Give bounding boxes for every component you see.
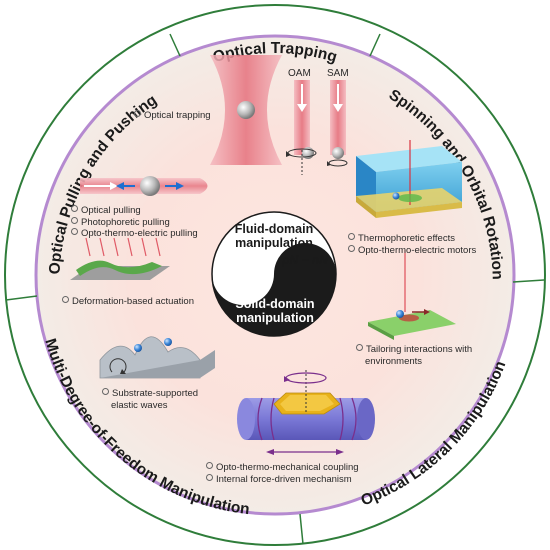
solid-domain-force: > μN <box>227 278 255 292</box>
bullet-icon <box>206 462 213 469</box>
sam-beam <box>327 80 348 167</box>
deformation-actuation-graphic <box>70 237 170 280</box>
bullet-icon <box>356 344 363 351</box>
caption-thermo: Thermophoretic effects Opto-thermo-elect… <box>348 233 476 256</box>
elastic-waves-graphic <box>99 336 215 379</box>
caption-deformation: Deformation-based actuation <box>62 296 194 308</box>
bullet-icon <box>71 205 78 212</box>
caption-pulling-list: Optical pulling Photophoretic pulling Op… <box>71 205 198 240</box>
optical-trapping-beam <box>210 55 282 165</box>
fluid-domain-force: pN ~ nN <box>282 253 328 267</box>
mechanical-coupling-graphic <box>237 370 375 455</box>
caption-elastic-waves: Substrate-supported elastic waves <box>102 388 198 411</box>
bullet-icon <box>206 473 213 481</box>
tailoring-graphic <box>368 250 456 340</box>
sam-label: SAM <box>327 68 349 79</box>
thermophoretic-box <box>356 140 462 218</box>
bullet-icon <box>71 216 78 224</box>
bullet-icon <box>71 228 78 235</box>
fluid-domain-title: Fluid-domain manipulation <box>234 222 314 250</box>
optical-pulling-beam <box>80 176 208 196</box>
trapped-particle <box>237 101 255 119</box>
bullet-icon <box>102 388 109 395</box>
center-yin-yang <box>211 211 337 337</box>
oam-label: OAM <box>288 68 311 79</box>
bullet-icon <box>134 110 141 117</box>
bullet-icon <box>348 233 355 240</box>
bullet-icon <box>62 296 69 303</box>
oam-beam <box>286 80 317 175</box>
caption-tailoring: Tailoring interactions with environments <box>356 344 472 367</box>
solid-domain-title: Solid-domain manipulation <box>235 297 315 325</box>
bullet-icon <box>348 244 355 252</box>
caption-optical-trapping: Optical trapping <box>134 110 211 122</box>
caption-mechanical: Opto-thermo-mechanical coupling Internal… <box>206 462 359 485</box>
